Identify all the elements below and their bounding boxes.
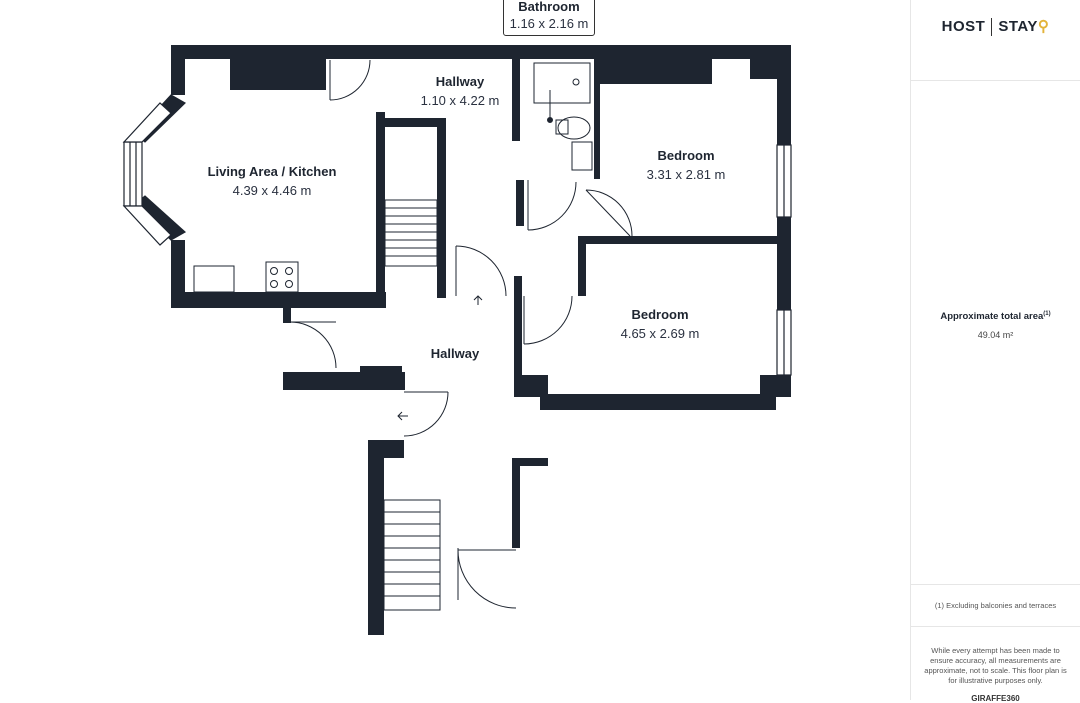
pin-icon: ⚲ (1037, 18, 1050, 35)
windows (776, 144, 792, 376)
living-area-dims: 4.39 x 4.46 m (232, 183, 312, 198)
logo-stay: STAY (998, 18, 1038, 35)
hallway-lower-name: Hallway (430, 346, 480, 361)
hallway-upper-name: Hallway (435, 74, 485, 89)
bay-window (122, 94, 187, 246)
hallway-upper-dims: 1.10 x 4.22 m (420, 93, 500, 108)
disclaimer: While every attempt has been made to ens… (924, 646, 1067, 685)
area-value: 49.04 m² (977, 330, 1014, 340)
doors (289, 59, 633, 609)
bedroom-2-name: Bedroom (631, 307, 689, 322)
fixtures (193, 62, 593, 421)
living-area-name: Living Area / Kitchen (207, 164, 337, 179)
area-note: (1) Excluding balconies and terraces (934, 601, 1057, 610)
bathroom-name: Bathroom (518, 0, 580, 14)
area-label: Approximate total area(1) (940, 311, 1051, 323)
logo-host: HOST (941, 18, 986, 35)
bedroom-2-dims: 4.65 x 2.69 m (620, 326, 700, 341)
bathroom-label: Bathroom 1.16 x 2.16 m (503, 0, 595, 36)
stairs (383, 199, 441, 611)
logo: HOST STAY⚲ (911, 17, 1080, 37)
walls (171, 45, 791, 635)
info-panel: HOST STAY⚲ Approximate total area(1) 49.0… (910, 0, 1080, 703)
bathroom-dims: 1.16 x 2.16 m (509, 16, 589, 31)
floor-plan (122, 45, 792, 635)
footer-brand: GIRAFFE360 (971, 694, 1020, 703)
bedroom-1-dims: 3.31 x 2.81 m (646, 167, 726, 182)
bedroom-1-name: Bedroom (657, 148, 715, 163)
